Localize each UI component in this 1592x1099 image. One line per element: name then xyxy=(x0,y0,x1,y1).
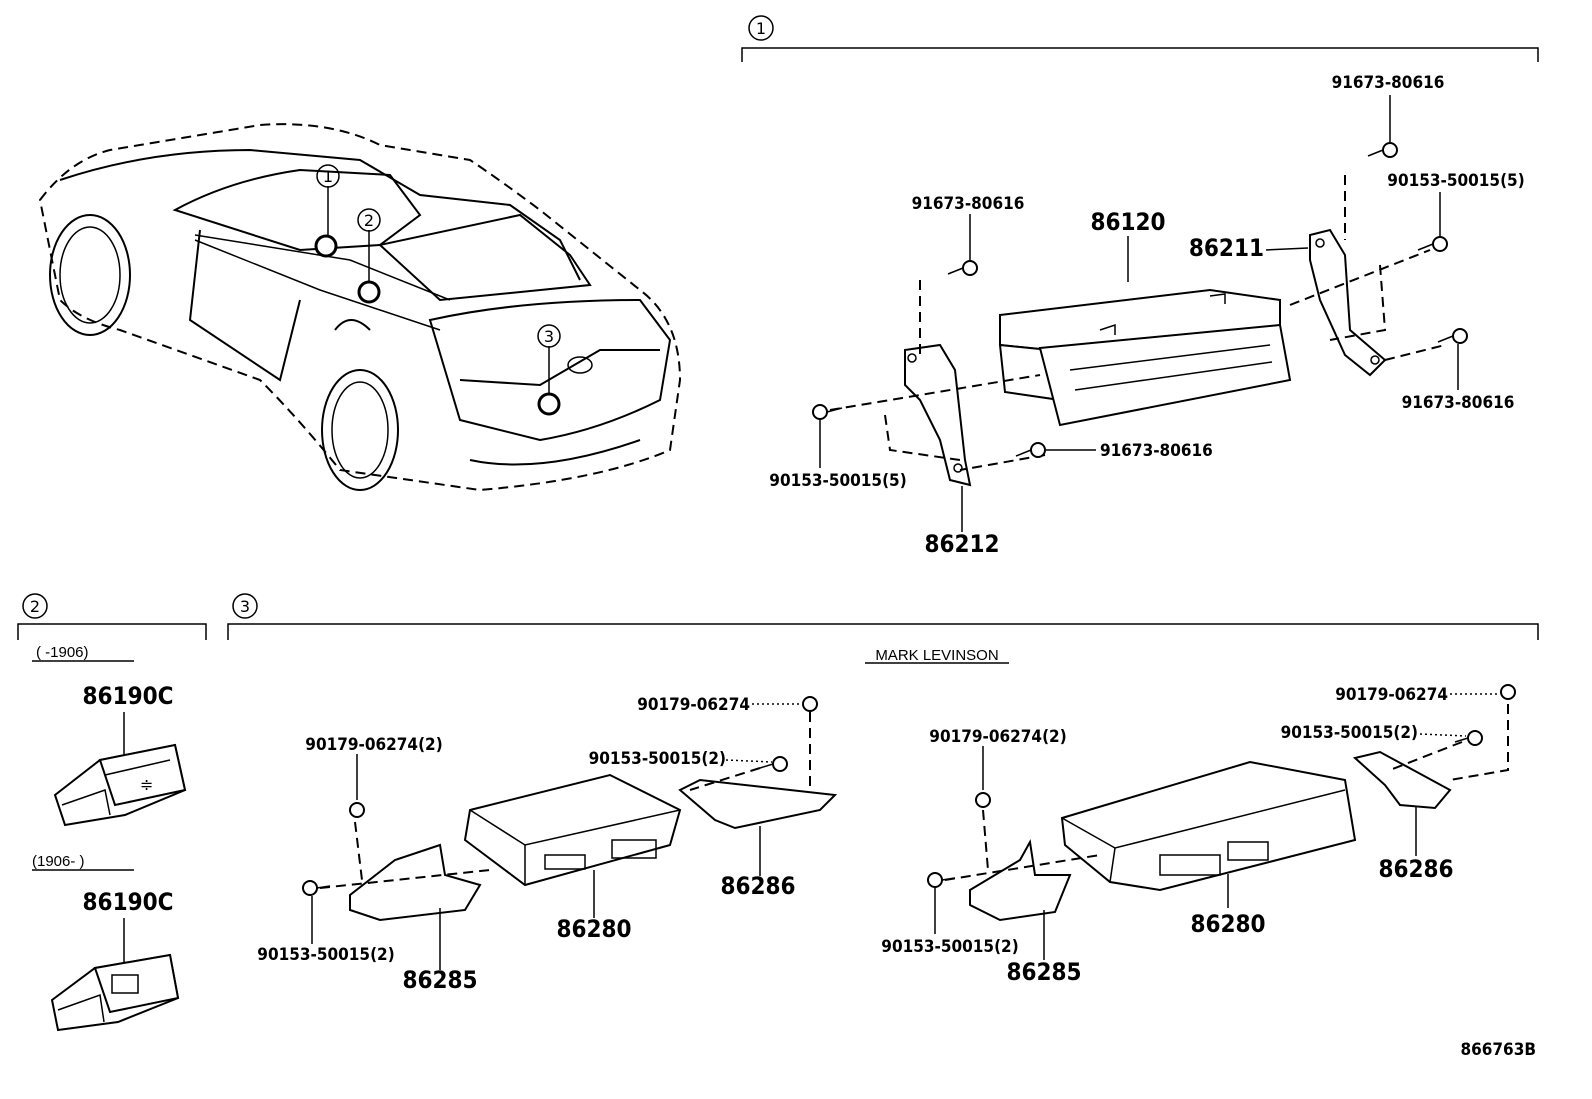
range-label-b: (1906- ) xyxy=(32,853,85,870)
label-left-screw: 90153-50015(5) xyxy=(769,471,906,491)
bracket-86212 xyxy=(904,343,972,487)
section-2-marker: 2 xyxy=(22,593,48,619)
label-right-bracket-86286: 86286 xyxy=(1378,855,1453,883)
section-3-title: MARK LEVINSON xyxy=(875,647,998,664)
label-86190c-a: 86190C xyxy=(83,682,174,710)
svg-text:3: 3 xyxy=(240,597,250,616)
label-right-lower-bolt: 91673-80616 xyxy=(1402,393,1515,413)
switch-86190c-late xyxy=(50,953,180,1032)
label-left-nut-left: 90179-06274(2) xyxy=(305,735,442,755)
bolt-icon xyxy=(947,260,978,276)
nut-icon xyxy=(349,802,365,818)
section-3-right-assembly xyxy=(927,684,1516,960)
label-right-nut-top: 90179-06274 xyxy=(1335,685,1448,705)
screw-icon xyxy=(927,872,956,888)
label-top-bolt: 91673-80616 xyxy=(1332,73,1445,93)
bolt-icon xyxy=(1367,142,1398,158)
callout-1-location xyxy=(314,234,338,258)
label-bracket-86211: 86211 xyxy=(1189,234,1264,262)
label-left-nut-top: 90179-06274 xyxy=(637,695,750,715)
section-3-marker: 3 xyxy=(232,593,258,619)
amplifier-86280-left xyxy=(463,773,682,887)
screw-icon xyxy=(302,880,331,896)
range-label-a: ( -1906) xyxy=(36,644,89,661)
section-3-left-assembly xyxy=(302,696,838,970)
car-callout-2: 2 xyxy=(364,211,374,230)
bolt-icon xyxy=(1015,442,1046,458)
screw-icon xyxy=(1454,730,1483,746)
car-illustration: 1 2 3 xyxy=(38,123,682,492)
nut-icon xyxy=(1500,684,1516,700)
illustration-code: 866763B xyxy=(1460,1040,1536,1060)
label-right-bracket-86285: 86285 xyxy=(1006,958,1081,986)
section-3-bracket-line xyxy=(227,623,1539,640)
label-left-bracket-86286: 86286 xyxy=(720,872,795,900)
screw-icon xyxy=(759,756,788,772)
label-left-amp-86280: 86280 xyxy=(556,915,631,943)
bracket-86211 xyxy=(1309,228,1387,377)
callout-2-location xyxy=(357,280,381,304)
label-bracket-86212: 86212 xyxy=(924,530,999,558)
label-left-bracket-86285: 86285 xyxy=(402,966,477,994)
bracket-86285-right xyxy=(969,838,1072,922)
label-left-upper-bolt: 91673-80616 xyxy=(912,194,1025,214)
section-2-bracket-line xyxy=(17,623,207,640)
label-left-screw-top: 90153-50015(2) xyxy=(589,749,726,769)
svg-text:≑: ≑ xyxy=(140,775,153,794)
amplifier-86280-right xyxy=(1060,760,1357,892)
label-right-screw: 90153-50015(5) xyxy=(1387,171,1524,191)
bracket-86285-left xyxy=(349,843,482,922)
svg-text:2: 2 xyxy=(30,597,40,616)
car-callout-3: 3 xyxy=(544,327,554,346)
car-callout-1: 1 xyxy=(323,167,333,186)
label-left-lower-bolt: 91673-80616 xyxy=(1100,441,1213,461)
label-86190c-b: 86190C xyxy=(83,888,174,916)
nut-icon xyxy=(975,792,991,808)
bracket-86286-right xyxy=(1352,750,1452,810)
callout-3-location xyxy=(537,392,561,416)
label-right-amp-86280: 86280 xyxy=(1190,910,1265,938)
screw-icon xyxy=(1417,236,1448,252)
switch-86190c-early: ≑ xyxy=(53,743,187,827)
label-right-screw-left: 90153-50015(2) xyxy=(881,937,1018,957)
nut-icon xyxy=(802,696,818,712)
bracket-86286-left xyxy=(678,778,838,830)
label-unit-86120: 86120 xyxy=(1090,208,1165,236)
label-right-nut-left: 90179-06274(2) xyxy=(929,727,1066,747)
label-right-screw-top: 90153-50015(2) xyxy=(1281,723,1418,743)
svg-text:1: 1 xyxy=(756,19,766,38)
screw-icon xyxy=(812,404,843,420)
label-left-screw-left: 90153-50015(2) xyxy=(257,945,394,965)
section-1-marker: 1 xyxy=(748,15,774,41)
bolt-icon xyxy=(1437,328,1468,344)
section-1-bracket-line xyxy=(741,47,1539,62)
section-1-drawing xyxy=(812,95,1468,532)
